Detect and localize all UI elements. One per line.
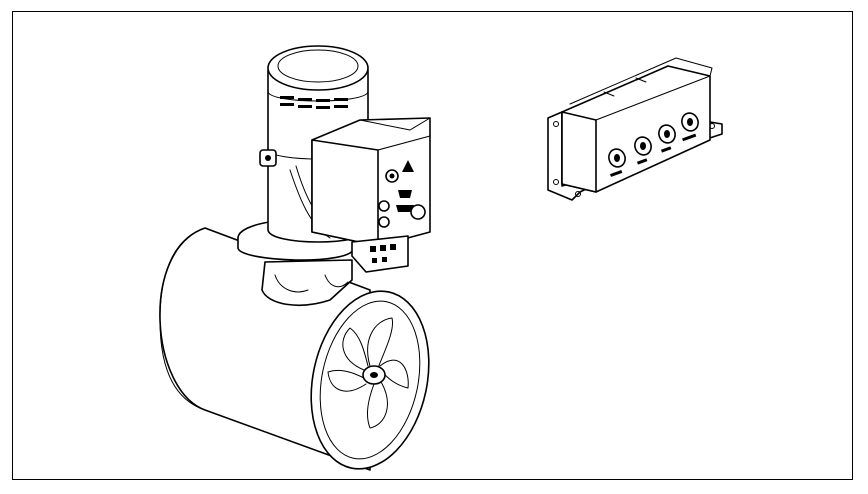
figure-frame — [12, 11, 853, 480]
bow-thruster-icon — [159, 45, 431, 471]
propeller-icon — [327, 317, 409, 429]
control-box-icon — [547, 57, 723, 201]
port-2 — [634, 136, 652, 165]
port-4 — [681, 112, 699, 142]
port-3 — [658, 124, 676, 153]
control-housing — [311, 117, 431, 273]
gear-leg — [261, 259, 353, 306]
port-1 — [608, 148, 626, 177]
